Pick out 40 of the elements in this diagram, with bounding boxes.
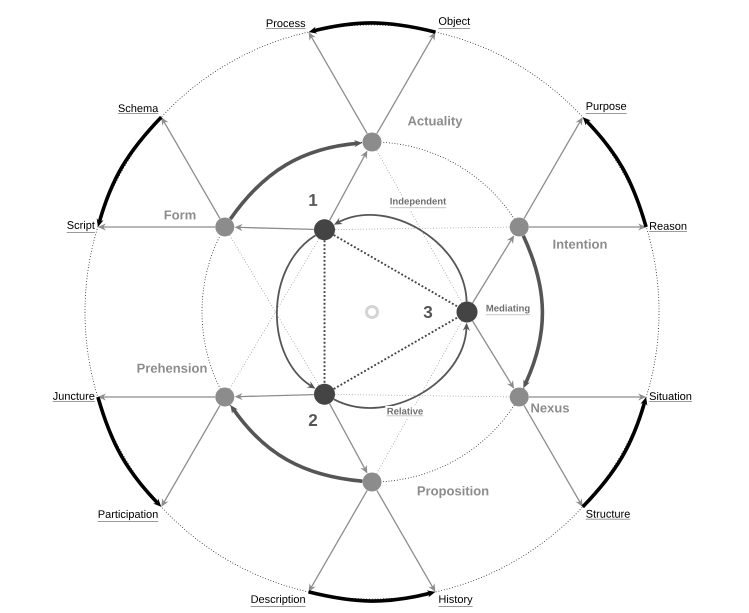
node-label: Form <box>162 208 198 222</box>
node-label: Intention <box>551 238 609 250</box>
mode-label: Independent <box>388 196 448 210</box>
dotted-line <box>324 240 326 384</box>
node-label: Actuality <box>406 114 464 130</box>
term-label: Participation <box>98 510 158 522</box>
number-label: 1 <box>306 192 320 208</box>
term-label: History <box>438 594 473 607</box>
node-dot <box>510 218 529 236</box>
node-label: Prehension <box>135 362 209 374</box>
mode-label: Mediating <box>484 303 532 317</box>
node-label: Nexus <box>529 402 572 414</box>
dotted-line <box>333 234 458 308</box>
dotted-line <box>334 394 510 398</box>
node-dot <box>215 218 234 236</box>
dotted-line <box>376 150 462 304</box>
term-label: Structure <box>586 510 631 520</box>
dotted-line <box>334 226 510 230</box>
node-dot <box>314 219 335 240</box>
mode-label: Relative <box>385 406 425 418</box>
dotted-line <box>376 320 462 474</box>
node-dot <box>362 472 382 492</box>
number-label: 2 <box>306 412 320 428</box>
node-dot <box>510 388 529 406</box>
node-dot <box>362 132 382 152</box>
term-label: Juncture <box>52 392 96 402</box>
node-dot <box>215 388 234 406</box>
dotted-line <box>333 316 458 390</box>
node-label: Proposition <box>415 484 491 500</box>
term-label: Situation <box>648 392 692 402</box>
term-label: Schema <box>118 104 158 114</box>
term-label: Process <box>266 19 306 29</box>
term-label: Object <box>438 16 470 29</box>
node-dot <box>314 384 335 405</box>
number-label: 3 <box>422 304 434 320</box>
term-label: Script <box>66 220 96 233</box>
term-label: Description <box>250 594 306 607</box>
term-label: Purpose <box>586 102 627 114</box>
node-dot <box>456 302 478 322</box>
term-label: Reason <box>648 222 688 232</box>
